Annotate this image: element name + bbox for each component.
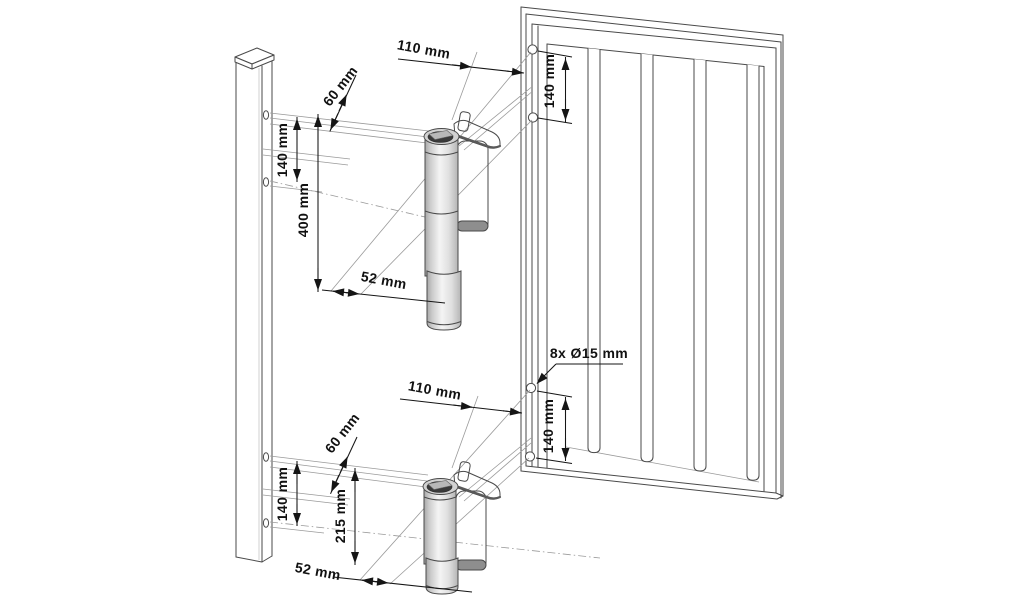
hinge-adjuster-lever: [427, 480, 453, 490]
dim-140-gate-bottom: 140 mm: [535, 390, 573, 465]
hinge-bottom: [422, 461, 502, 595]
hinge-plate-shadow: [455, 559, 487, 571]
dim-label-140-post-top: 140 mm: [274, 123, 290, 178]
dim-label-140-gate-top: 140 mm: [541, 54, 557, 109]
hinge-sleeve: [426, 270, 462, 331]
gate-slat: [693, 59, 707, 472]
dim-label-400: 400 mm: [295, 183, 311, 238]
projection-line-steep: [389, 457, 530, 585]
dim-140-post-bottom: 140 mm: [274, 461, 301, 526]
post-hole: [262, 177, 270, 187]
gate-slat: [746, 64, 760, 481]
gate-bottom-rail-line: [565, 446, 760, 483]
post-hole: [262, 110, 270, 120]
dim-label-215: 215 mm: [332, 489, 348, 544]
gate-panel: [520, 6, 784, 500]
hinge-barrel: [423, 489, 457, 565]
drill-note-label: 8x Ø15 mm: [550, 345, 628, 361]
hinge-adjuster-lever: [428, 130, 454, 140]
hinge-barrel: [424, 139, 459, 277]
post-hole: [262, 518, 270, 528]
hinge-sleeve: [425, 557, 459, 595]
dim-215: 215 mm: [332, 468, 359, 565]
construction-lines-bottom: [262, 389, 601, 585]
dim-140-gate-top: 140 mm: [537, 50, 573, 125]
hinge-plate-shadow: [456, 220, 489, 232]
drill-note: 8x Ø15 mm: [536, 345, 628, 384]
dim-label-140-post-bottom: 140 mm: [274, 467, 290, 522]
gate-hole: [525, 382, 537, 394]
gate-slat: [640, 53, 654, 463]
gate-hole: [527, 112, 539, 123]
gate-slat: [587, 48, 601, 454]
post-hole: [262, 452, 270, 462]
dim-label-140-gate-bottom: 140 mm: [540, 399, 556, 454]
dim-400: 400 mm: [295, 114, 322, 292]
gate-hole: [527, 44, 538, 55]
post-cap-side: [251, 54, 275, 70]
fence-post: [234, 47, 275, 563]
hinge-top: [423, 111, 502, 331]
dim-140-post-top: 140 mm: [274, 117, 301, 182]
